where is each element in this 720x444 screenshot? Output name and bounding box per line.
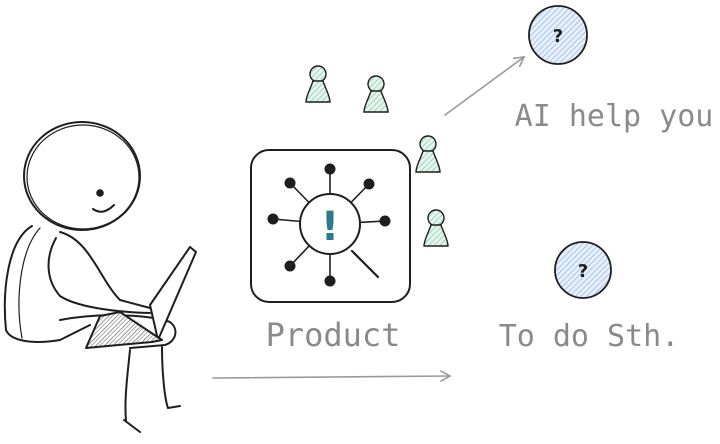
user-pawn-group: [305, 65, 449, 247]
person-leg-lower: [124, 349, 131, 421]
alert-mark: !: [321, 204, 339, 250]
laptop-base: [85, 311, 163, 349]
user-pawn-icon: [423, 209, 449, 247]
question-circle-icon: ?: [554, 241, 612, 299]
person-foot: [123, 419, 141, 433]
arrow-to-ai-help: [444, 56, 526, 116]
network-node: [324, 163, 336, 175]
network-node: [284, 260, 296, 272]
person-body: [3, 225, 91, 343]
network-node: [363, 178, 375, 190]
person-smile: [92, 204, 115, 213]
unknown-mark-bottom: ?: [578, 261, 588, 282]
search-handle: [350, 249, 380, 279]
user-pawn-icon: [305, 65, 331, 103]
user-pawn-icon: [415, 135, 441, 173]
question-circle-icon: ?: [528, 5, 588, 65]
network-hub-center: [299, 193, 361, 255]
person-eye: [96, 189, 104, 197]
network-node: [324, 275, 336, 287]
person-head: [23, 121, 141, 231]
network-node: [284, 177, 296, 189]
person-with-laptop-icon: [3, 121, 197, 433]
network-node: [379, 215, 391, 227]
person-leg-upper: [59, 314, 177, 349]
unknown-mark-top: ?: [553, 26, 563, 47]
network-node: [267, 213, 279, 225]
product-network-icon: !: [250, 149, 411, 303]
person-arm: [47, 237, 151, 314]
label-ai-help-you: AI help you: [515, 99, 714, 134]
arrow-to-do-something: [212, 370, 452, 382]
laptop-screen: [149, 246, 197, 341]
user-pawn-icon: [363, 75, 389, 113]
label-product: Product: [266, 316, 401, 354]
label-to-do-something: To do Sth.: [499, 319, 680, 354]
